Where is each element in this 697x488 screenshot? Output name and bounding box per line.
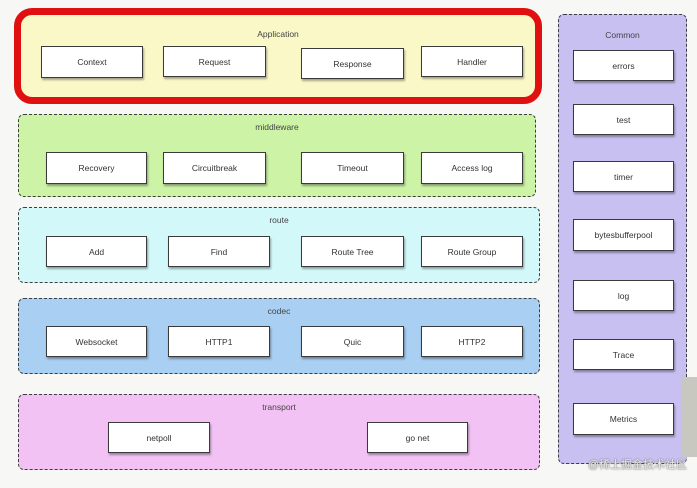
handler-box: Handler xyxy=(421,46,523,77)
watermark-text: @稀土掘金技术社区 xyxy=(587,459,687,471)
response-box: Response xyxy=(301,48,404,79)
timeout-box: Timeout xyxy=(301,152,404,184)
scroll-handle[interactable] xyxy=(681,377,697,457)
metrics-box: Metrics xyxy=(573,403,674,435)
log-box: log xyxy=(573,280,674,311)
route-title: route xyxy=(269,215,289,225)
test-box: test xyxy=(573,104,674,135)
find-box: Find xyxy=(168,236,270,267)
request-box: Request xyxy=(163,46,266,77)
quic-box: Quic xyxy=(301,326,404,357)
common-title: Common xyxy=(605,30,640,40)
access-log-box: Access log xyxy=(421,152,523,184)
application-title: Application xyxy=(257,29,299,39)
middleware-title: middleware xyxy=(255,122,299,132)
netpoll-box: netpoll xyxy=(108,422,210,453)
bytesbufferpool-box: bytesbufferpool xyxy=(573,219,674,251)
errors-box: errors xyxy=(573,50,674,81)
timer-box: timer xyxy=(573,161,674,192)
route-tree-box: Route Tree xyxy=(301,236,404,267)
codec-title: codec xyxy=(267,306,291,316)
route-group-box: Route Group xyxy=(421,236,523,267)
add-box: Add xyxy=(46,236,147,267)
trace-box: Trace xyxy=(573,339,674,370)
transport-title: transport xyxy=(262,402,296,412)
websocket-box: Websocket xyxy=(46,326,147,357)
context-box: Context xyxy=(41,46,143,78)
recovery-box: Recovery xyxy=(46,152,147,184)
http2-box: HTTP2 xyxy=(421,326,523,357)
circuitbreak-box: Circuitbreak xyxy=(163,152,266,184)
http1-box: HTTP1 xyxy=(168,326,270,357)
go-net-box: go net xyxy=(367,422,468,453)
